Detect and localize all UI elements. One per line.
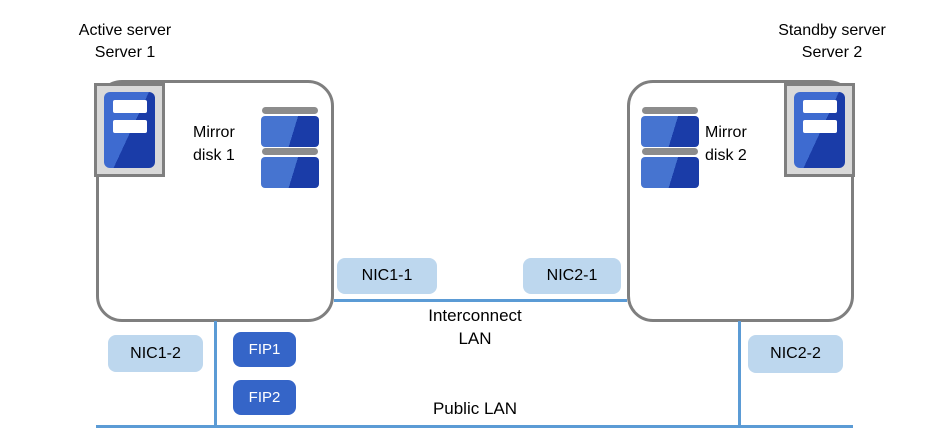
disk-cap: [642, 148, 698, 155]
fip2-badge: FIP2: [233, 380, 296, 415]
nic2-1-badge: NIC2-1: [523, 258, 621, 294]
mirror-disk2-label-line2: disk 2: [705, 147, 747, 164]
tower-slot: [113, 100, 147, 113]
fip1-label: FIP1: [248, 341, 281, 358]
interconnect-lan-label: Interconnect LAN: [400, 304, 550, 350]
mirror-disk2-label: Mirror disk 2: [705, 121, 747, 167]
mirror-disk1-label-line2: disk 1: [193, 147, 235, 164]
interconnect-lan-label-line1: Interconnect: [428, 306, 522, 325]
disk-body: [261, 157, 319, 188]
server2-name: Server 2: [801, 44, 863, 61]
server1-role: Active server: [78, 22, 172, 39]
mirror-disk2-label-line1: Mirror: [705, 124, 747, 141]
server2-public-connector-line: [738, 321, 741, 428]
server1-tower-icon: [94, 83, 165, 177]
server1-public-connector-line: [214, 321, 217, 428]
mirror-disk1-icon: [261, 107, 319, 188]
fip2-label: FIP2: [248, 389, 281, 406]
mirror-disk2-icon: [641, 107, 699, 188]
nic1-1-badge: NIC1-1: [337, 258, 437, 294]
tower-body: [794, 92, 845, 168]
server1-name: Server 1: [94, 44, 156, 61]
server1-title: Active server Server 1: [40, 20, 210, 64]
disk-cap: [262, 107, 318, 114]
nic1-2-badge: NIC1-2: [108, 335, 203, 372]
disk-cap: [262, 148, 318, 155]
tower-slot: [113, 120, 147, 133]
tower-body: [104, 92, 155, 168]
tower-slot: [803, 100, 837, 113]
public-lan-line: [96, 425, 853, 428]
fip1-badge: FIP1: [233, 332, 296, 367]
nic2-2-badge: NIC2-2: [748, 335, 843, 373]
public-lan-label: Public LAN: [400, 397, 550, 420]
nic2-1-label: NIC2-1: [546, 267, 598, 284]
server2-role: Standby server: [778, 22, 886, 39]
interconnect-lan-line: [334, 299, 627, 302]
disk-body: [641, 116, 699, 147]
disk-body: [261, 116, 319, 147]
disk-cap: [642, 107, 698, 114]
tower-slot: [803, 120, 837, 133]
interconnect-lan-label-line2: LAN: [458, 329, 492, 348]
mirror-disk1-label: Mirror disk 1: [193, 121, 235, 167]
disk-body: [641, 157, 699, 188]
server2-tower-icon: [784, 83, 855, 177]
public-lan-label-text: Public LAN: [432, 399, 518, 418]
server2-title: Standby server Server 2: [747, 20, 917, 64]
nic1-1-label: NIC1-1: [361, 267, 413, 284]
nic2-2-label: NIC2-2: [770, 345, 821, 362]
mirror-disk1-label-line1: Mirror: [193, 124, 235, 141]
nic1-2-label: NIC1-2: [130, 344, 181, 362]
